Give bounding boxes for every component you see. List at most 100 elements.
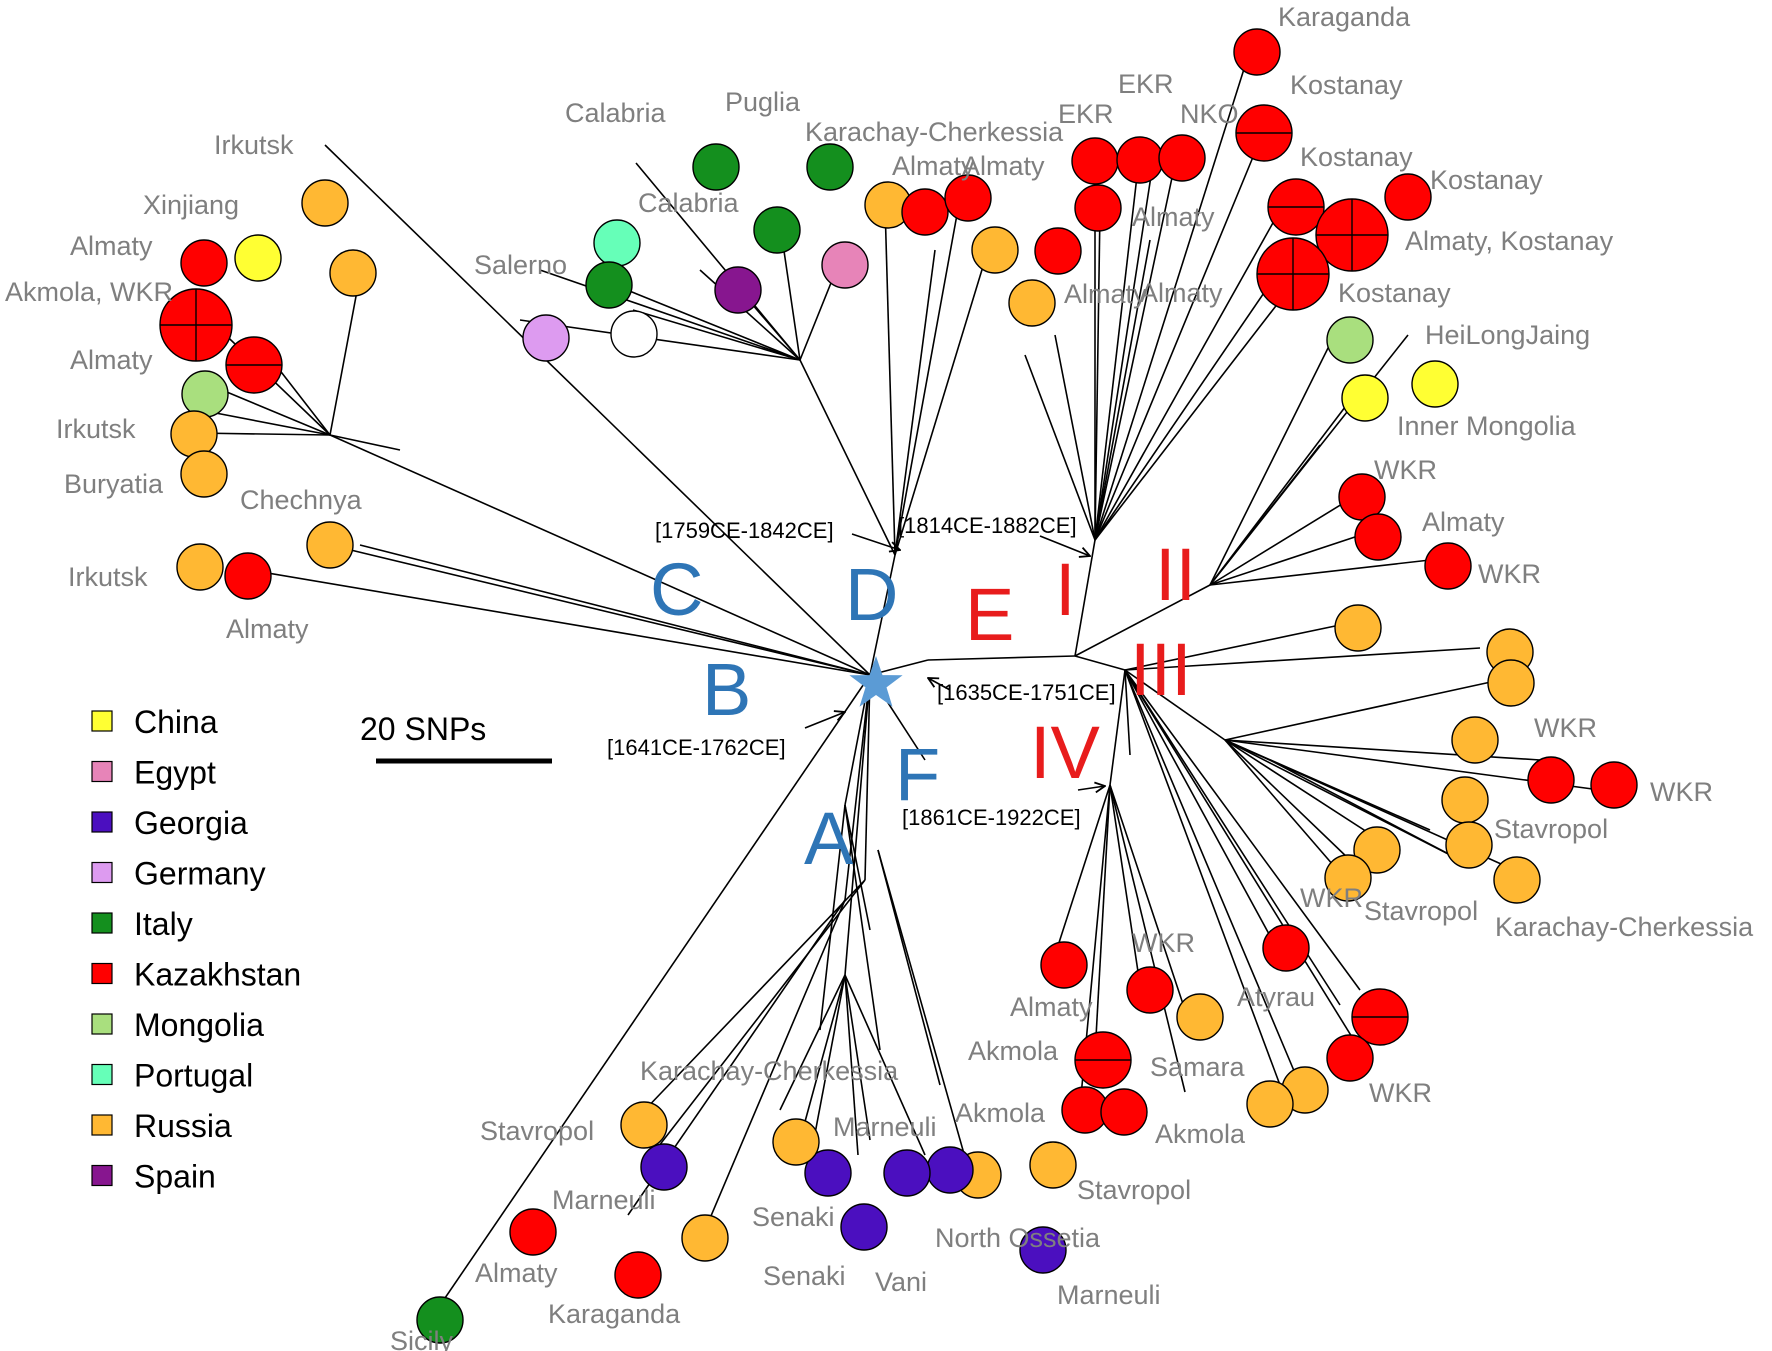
sample-node — [753, 206, 801, 254]
sample-node — [1116, 136, 1164, 184]
tree-edge — [1124, 669, 1131, 756]
place-label: Buryatia — [64, 469, 164, 499]
tree-edge — [877, 849, 941, 1086]
sample-node — [176, 543, 224, 591]
place-label: Puglia — [725, 87, 801, 117]
clade-label-D: D — [845, 553, 898, 636]
sample-node — [301, 179, 349, 227]
sample-node — [180, 450, 228, 498]
sample-node — [1353, 826, 1401, 874]
place-label: Almaty — [962, 151, 1045, 181]
place-label: Marneuli — [833, 1112, 937, 1142]
sample-node — [1235, 104, 1293, 162]
tree-edge — [779, 974, 846, 1111]
tree-edge — [877, 849, 971, 1176]
place-label: Marneuli — [552, 1185, 656, 1215]
tree-nodes — [159, 28, 1638, 1344]
legend-item-russia: Russia — [91, 1108, 232, 1144]
date-arrow — [851, 533, 900, 550]
sample-node — [1176, 993, 1224, 1041]
tree-edge — [1094, 149, 1156, 541]
tree-edge — [1094, 204, 1284, 541]
date-annotation: [1814CE-1882CE] — [898, 513, 1077, 538]
tree-edge — [844, 974, 859, 1156]
tree-edge — [1124, 624, 1341, 671]
sample-node — [692, 143, 740, 191]
sample-node — [181, 370, 229, 418]
sample-node — [610, 310, 658, 358]
sample-node — [901, 188, 949, 236]
sample-node — [1019, 1226, 1067, 1274]
sample-node — [714, 266, 762, 314]
tree-edge — [799, 974, 846, 1141]
sample-node — [926, 1146, 974, 1194]
tree-edge — [647, 879, 866, 1161]
tree-edge — [927, 655, 1076, 661]
sample-node — [1326, 1034, 1374, 1082]
tree-edge — [1024, 354, 1096, 541]
place-label: WKR — [1300, 883, 1363, 913]
sample-node — [640, 1143, 688, 1191]
place-label: EKR — [1118, 69, 1174, 99]
sample-node — [1256, 237, 1330, 311]
sample-node — [840, 1203, 888, 1251]
tree-edge — [1094, 264, 1284, 541]
legend-swatch — [91, 1063, 113, 1086]
place-label: Kostanay — [1338, 278, 1451, 308]
place-label: Atyrau — [1237, 982, 1315, 1012]
tree-edge — [1109, 669, 1126, 786]
place-label: Chechnya — [240, 485, 363, 515]
date-annotation: [1635CE-1751CE] — [937, 680, 1116, 705]
tree-edge — [1074, 539, 1096, 657]
tree-edge — [1124, 669, 1361, 991]
tree-edge — [1209, 444, 1321, 586]
tree-edge — [539, 269, 801, 361]
clade-label-I: I — [1055, 548, 1076, 631]
sample-node — [522, 314, 570, 362]
tree-edge — [844, 804, 871, 931]
sample-node — [234, 234, 282, 282]
sample-node — [614, 1251, 662, 1299]
place-label: Kostanay — [1290, 70, 1403, 100]
legend: ChinaEgyptGeorgiaGermanyItalyKazakhstanM… — [91, 704, 301, 1195]
sample-node — [585, 261, 633, 309]
legend-label: Mongolia — [134, 1007, 264, 1043]
place-label: Stavropol — [480, 1116, 594, 1146]
legend-swatch — [91, 861, 113, 884]
tree-edge — [1209, 559, 1431, 586]
tree-edge — [1124, 669, 1301, 1086]
tree-edge — [1109, 784, 1141, 986]
legend-label: Egypt — [134, 755, 216, 791]
tree-edge — [844, 974, 871, 1141]
sample-node — [883, 1149, 931, 1197]
place-label: Kostanay — [1300, 142, 1413, 172]
sample-node — [804, 1149, 852, 1197]
place-label: Almaty — [70, 345, 153, 375]
tree-edge — [894, 249, 989, 556]
date-annotation: [1861CE-1922CE] — [902, 805, 1081, 830]
tree-edge — [1124, 669, 1361, 1051]
place-label: EKR — [1058, 99, 1114, 129]
sample-node — [1354, 513, 1402, 561]
tree-edge — [844, 674, 871, 901]
legend-swatch — [91, 811, 113, 833]
tree-edge — [329, 434, 871, 676]
sample-node — [1071, 137, 1119, 185]
root-star-icon — [849, 656, 903, 707]
place-label: Almaty — [892, 151, 975, 181]
place-label: Karachay-Cherkessia — [640, 1056, 899, 1086]
legend-swatch — [91, 760, 113, 783]
sample-node — [593, 219, 641, 267]
sample-node — [1029, 1141, 1077, 1189]
sample-node — [681, 1214, 729, 1262]
sample-node — [1315, 198, 1389, 272]
tree-edge — [894, 249, 936, 556]
legend-label: Italy — [134, 906, 193, 942]
sample-node — [1493, 856, 1541, 904]
sample-node — [1487, 659, 1535, 707]
legend-swatch — [91, 710, 113, 732]
tree-edge — [884, 204, 896, 556]
tree-edge — [1124, 669, 1276, 946]
sample-node — [620, 1101, 668, 1149]
clade-label-F: F — [895, 733, 940, 816]
